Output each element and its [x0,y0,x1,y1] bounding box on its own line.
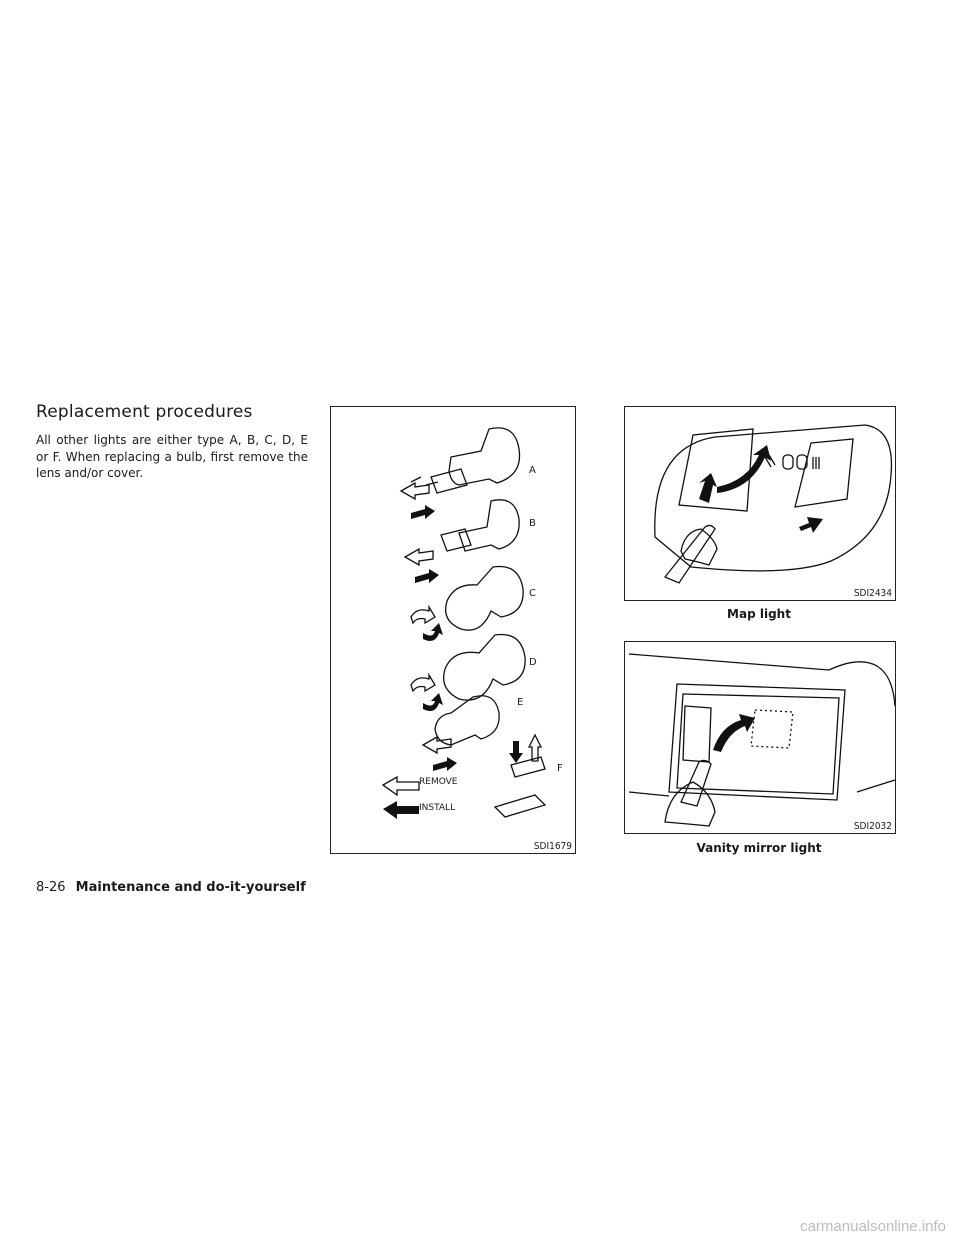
bulb-types-illustration [381,427,547,819]
figure-code: SDI1679 [533,841,572,852]
vanity-mirror-caption: Vanity mirror light [696,841,822,855]
bulb-label-d: D [529,657,537,668]
bulb-label-b: B [529,518,536,529]
vanity-mirror-illustration [628,653,895,827]
map-light-caption: Map light [727,607,791,621]
page-footer: 8-26 Maintenance and do-it-yourself [36,880,306,895]
map-light-figure: SDI2434 [624,406,896,601]
figure-code: SDI2032 [853,821,892,832]
watermark: carmanualsonline.info [800,1218,946,1235]
section-body: All other lights are either type A, B, C… [36,433,308,480]
map-light-illustration [654,424,893,584]
bulb-label-a: A [529,465,536,476]
bulb-label-f: F [557,763,563,774]
vanity-mirror-figure: SDI2032 [624,641,896,834]
legend-remove: REMOVE [419,777,458,787]
bulb-label-e: E [517,697,524,708]
legend-install: INSTALL [419,803,456,813]
page-number: 8-26 [36,880,66,895]
bulb-label-c: C [529,588,536,599]
figure-code: SDI2434 [853,588,892,599]
bulb-types-figure: A B C D E F REMOVE INSTALL SDI1679 [330,406,576,854]
section-title: Replacement procedures [36,402,253,422]
chapter-title: Maintenance and do-it-yourself [75,880,306,895]
